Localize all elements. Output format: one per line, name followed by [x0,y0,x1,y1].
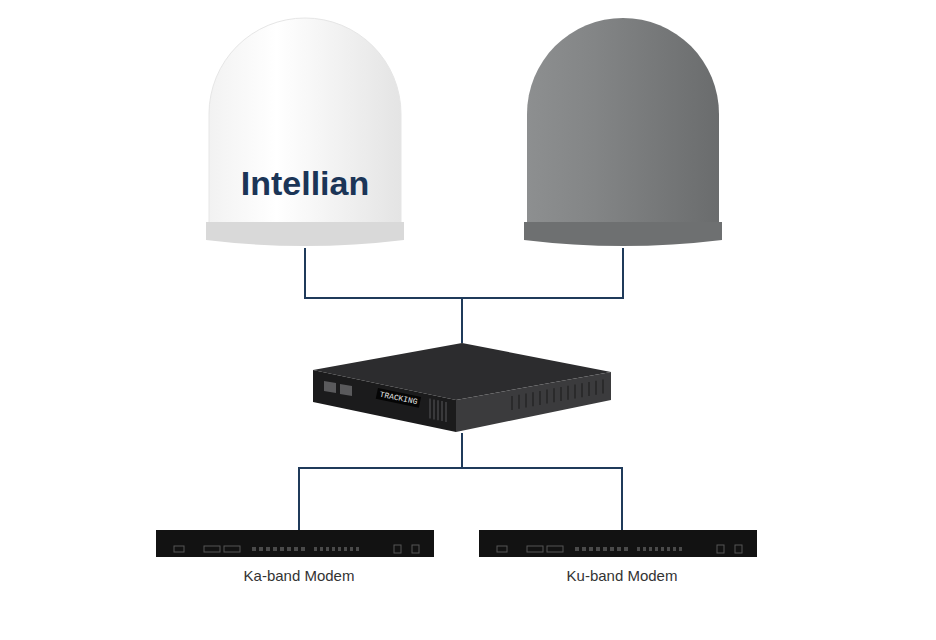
ethernet-port [340,384,352,396]
radome-base [206,222,404,246]
dome-white-shape [203,14,407,248]
usb-port [324,381,336,393]
cable-connector [462,248,623,343]
modem-unit: Ku-band Modem [479,530,765,592]
vent-grille [430,399,446,422]
modem-chassis [479,530,757,557]
modem-ports [174,545,419,553]
unit-side [456,372,611,432]
modem-label: Ku-band Modem [479,567,765,584]
modem-ports [497,545,742,553]
acu-shape [312,343,612,433]
modem-chassis [156,530,434,557]
unit-front [313,370,456,432]
side-vents [512,380,603,410]
cable-connector [299,433,462,530]
radome-antenna: Intellian [203,14,407,248]
antenna-control-unit: TRACKING [312,343,612,433]
radome-antenna [521,14,725,248]
cable-connector [462,433,622,530]
radome-base [524,222,722,246]
modem-unit: Ka-band Modem [156,530,442,592]
cable-connector [305,248,462,343]
modem-label: Ka-band Modem [156,567,442,584]
dome-grey-shape [521,14,725,248]
radome-body [527,18,719,224]
brand-logo: Intellian [203,164,407,203]
